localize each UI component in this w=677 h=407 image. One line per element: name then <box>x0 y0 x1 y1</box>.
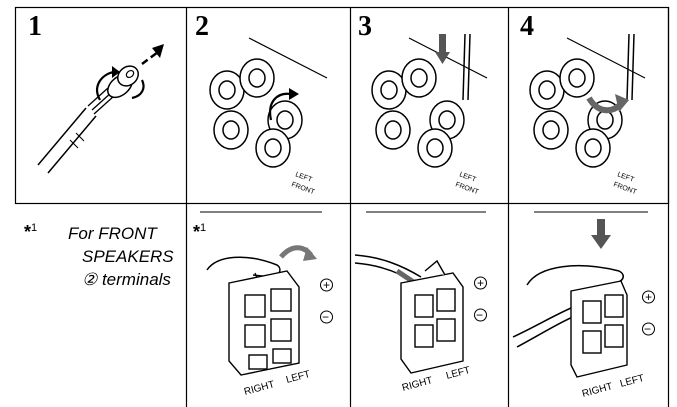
footnote-marker: *1 <box>24 222 37 243</box>
terminal-label-left-clip: LEFT <box>285 369 311 386</box>
svg-text:FRONT: FRONT <box>612 181 638 196</box>
step2-spring-terminal-illustration: + − RIGHT LEFT <box>206 245 333 398</box>
footnote-line-2: SPEAKERS <box>82 247 174 266</box>
svg-text:+: + <box>645 290 652 304</box>
svg-text:LEFT: LEFT <box>445 365 471 382</box>
svg-text:RIGHT: RIGHT <box>401 375 434 394</box>
svg-text:−: − <box>476 308 483 322</box>
step-number-4: 4 <box>520 11 534 42</box>
step4-binding-posts-illustration: LEFT FRONT <box>529 33 646 196</box>
svg-text:FRONT: FRONT <box>454 181 480 196</box>
step-number-1: 1 <box>28 11 42 42</box>
svg-text:+: + <box>477 276 484 290</box>
step4-spring-terminal-illustration: + − RIGHT LEFT <box>512 219 655 400</box>
svg-text:−: − <box>644 322 651 336</box>
step3-binding-posts-illustration: LEFT FRONT <box>371 33 488 196</box>
step2-binding-posts-illustration: LEFT FRONT <box>209 37 328 196</box>
terminal-label-plus: + <box>323 278 330 292</box>
step3-spring-terminal-illustration: + − RIGHT LEFT <box>354 254 487 394</box>
footnote-asterisk: * <box>24 222 32 242</box>
svg-text:RIGHT: RIGHT <box>581 381 614 400</box>
svg-text:LEFT: LEFT <box>619 373 645 390</box>
step2-asterisk: * <box>193 222 201 242</box>
terminal-label-right: RIGHT <box>243 379 276 398</box>
footnote-line-3: ② terminals <box>82 270 171 289</box>
terminal-label-minus: − <box>322 310 329 324</box>
footnote-line-1: For FRONT <box>68 224 157 243</box>
footnote-index: 1 <box>31 222 38 234</box>
terminal-label-front: FRONT <box>290 181 316 196</box>
step-number-2: 2 <box>195 11 209 42</box>
step2-footnote-marker: *1 <box>193 222 206 243</box>
step2-index: 1 <box>200 222 207 234</box>
step1-wire-twist-illustration <box>37 44 164 174</box>
step-number-3: 3 <box>358 11 372 42</box>
binding-post-group <box>209 58 303 168</box>
